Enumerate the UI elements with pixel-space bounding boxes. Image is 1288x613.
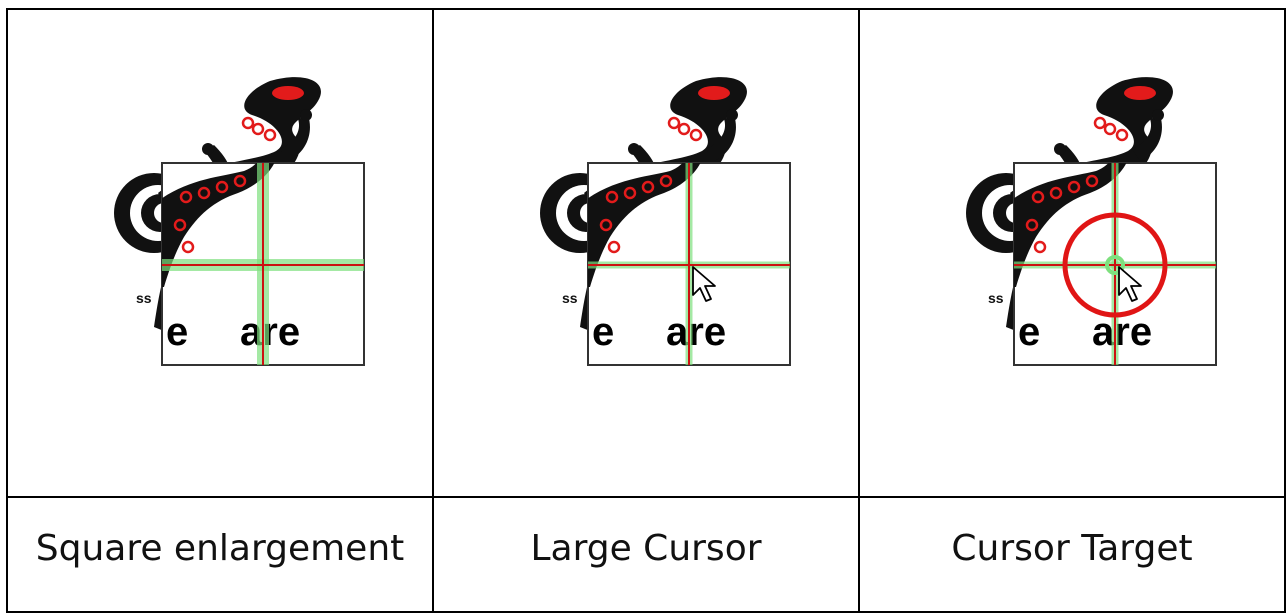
magnified-pattern-dot bbox=[179, 190, 193, 204]
stray-text-ss: ss bbox=[562, 290, 578, 306]
magnified-pattern-dot bbox=[599, 218, 613, 232]
magnified-pattern-dot bbox=[1067, 180, 1081, 194]
lizard-pattern-dot bbox=[241, 116, 255, 130]
lizard-head-marking bbox=[272, 86, 304, 100]
lizard-pattern-dot bbox=[1093, 116, 1107, 130]
lizard-pattern-dot bbox=[1103, 122, 1117, 136]
caption-cell-square: Square enlargement bbox=[6, 496, 434, 613]
lizard-pattern-dot bbox=[689, 128, 703, 142]
target-center-icon bbox=[1105, 255, 1125, 275]
lizard-front-leg bbox=[1132, 115, 1162, 161]
magnified-pattern-dot bbox=[181, 240, 195, 254]
caption-cursor-target: Cursor Target bbox=[951, 528, 1193, 569]
magnified-pattern-dot bbox=[1025, 218, 1039, 232]
caption-cell-target: Cursor Target bbox=[858, 496, 1286, 613]
caption-square-enlargement: Square enlargement bbox=[35, 528, 405, 569]
magnified-word-are: are bbox=[666, 310, 726, 354]
caption-large-cursor: Large Cursor bbox=[530, 528, 762, 569]
lizard-pattern-dot bbox=[1115, 128, 1129, 142]
caption-cell-cursor: Large Cursor bbox=[432, 496, 860, 613]
square-enlargement-figure: sse are bbox=[114, 77, 365, 366]
magnified-word-are: are bbox=[1092, 310, 1152, 354]
large-cursor-figure: sse are bbox=[540, 77, 791, 366]
magnified-word-e: e bbox=[592, 310, 614, 354]
lizard-front-foot bbox=[1152, 109, 1164, 121]
magnified-pattern-dot bbox=[1049, 186, 1063, 200]
magnified-pattern-dot bbox=[623, 186, 637, 200]
magnified-word-e: e bbox=[166, 310, 188, 354]
lizard-front-foot bbox=[726, 109, 738, 121]
stray-text-ss: ss bbox=[136, 290, 152, 306]
lizard-back-foot bbox=[628, 143, 640, 155]
stray-text-ss: ss bbox=[988, 290, 1004, 306]
magnified-pattern-dot bbox=[605, 190, 619, 204]
magnified-word-are: are bbox=[240, 310, 300, 354]
magnified-content bbox=[162, 163, 275, 287]
target-ring-icon bbox=[1062, 212, 1168, 318]
cursor-arrow-icon bbox=[692, 266, 716, 302]
lizard-head-marking bbox=[698, 86, 730, 100]
magnified-pattern-dot bbox=[233, 174, 247, 188]
magnified-pattern-dot bbox=[215, 180, 229, 194]
caption-row: Square enlargement Large Cursor Cursor T… bbox=[6, 496, 1286, 613]
magnified-pattern-dot bbox=[659, 174, 673, 188]
magnified-content bbox=[1014, 163, 1127, 287]
magnified-pattern-dot bbox=[1085, 174, 1099, 188]
magnified-pattern-dot bbox=[173, 218, 187, 232]
lizard-front-leg bbox=[706, 115, 736, 161]
lizard-front-leg bbox=[280, 115, 310, 161]
magnified-pattern-dot bbox=[1031, 190, 1045, 204]
magnified-pattern-dot bbox=[607, 240, 621, 254]
magnified-pattern-dot bbox=[197, 186, 211, 200]
cursor-target-figure: sse are bbox=[966, 77, 1217, 366]
lizard-back-foot bbox=[202, 143, 214, 155]
lizard-front-foot bbox=[300, 109, 312, 121]
lizard-pattern-dot bbox=[263, 128, 277, 142]
lizard-pattern-dot bbox=[677, 122, 691, 136]
lizard-head-marking bbox=[1124, 86, 1156, 100]
lizard-pattern-dot bbox=[251, 122, 265, 136]
magnified-pattern-dot bbox=[641, 180, 655, 194]
lizard-pattern-dot bbox=[667, 116, 681, 130]
magnified-content bbox=[588, 163, 701, 287]
lizard-back-foot bbox=[1054, 143, 1066, 155]
cursor-arrow-icon bbox=[1118, 266, 1142, 302]
magnified-pattern-dot bbox=[1033, 240, 1047, 254]
magnified-word-e: e bbox=[1018, 310, 1040, 354]
